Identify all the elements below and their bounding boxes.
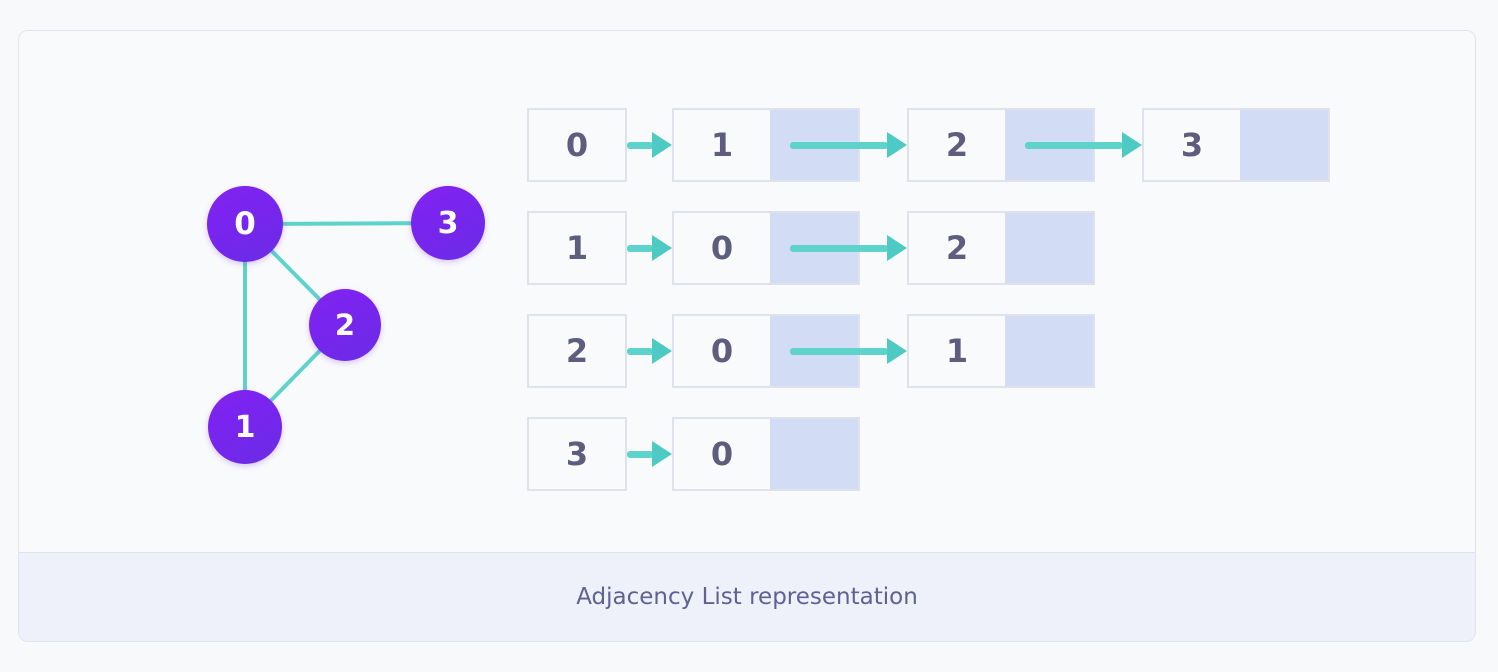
- arrow-head-icon: [652, 441, 672, 467]
- arrow-node-2-0-to-2-1: [790, 314, 907, 388]
- figure-body: 0 3 2 1 0: [19, 31, 1475, 552]
- arrow-head-icon: [887, 338, 907, 364]
- adjacency-head-label-2: 2: [565, 332, 589, 370]
- adjacency-list-panel: 0 1 2: [19, 31, 1475, 552]
- list-node-value: 1: [674, 110, 770, 180]
- adjacency-head-cell-3: 3: [527, 417, 627, 491]
- list-node-value: 2: [909, 213, 1005, 283]
- figure-caption: Adjacency List representation: [19, 552, 1475, 641]
- adjacency-head-cell-2: 2: [527, 314, 627, 388]
- adjacency-row-3: 3 0: [527, 416, 860, 492]
- list-node-value: 3: [1144, 110, 1240, 180]
- arrow-shaft: [627, 141, 653, 149]
- graph-panel: 0 3 2 1: [19, 31, 499, 552]
- figure-caption-text: Adjacency List representation: [576, 584, 918, 610]
- arrow-shaft: [790, 141, 888, 149]
- adjacency-head-label-0: 0: [565, 126, 589, 164]
- arrow-head-to-node-0-0: [627, 108, 672, 182]
- list-node-1-1: 2: [907, 211, 1095, 285]
- graph-node-1-label: 1: [234, 409, 256, 445]
- arrow-shaft: [627, 347, 653, 355]
- adjacency-head-cell-0: 0: [527, 108, 627, 182]
- arrow-head-icon: [652, 338, 672, 364]
- list-node-pointer-cell: [1005, 316, 1093, 386]
- arrow-shaft: [790, 347, 888, 355]
- arrow-node-0-1-to-0-2: [1025, 108, 1142, 182]
- arrow-head-icon: [1122, 132, 1142, 158]
- graph-node-3[interactable]: 3: [411, 186, 485, 260]
- list-node-value: 0: [674, 213, 770, 283]
- arrow-head-to-node-1-0: [627, 211, 672, 285]
- arrow-head-icon: [887, 235, 907, 261]
- list-node-pointer-cell: [1005, 213, 1093, 283]
- arrow-head-to-node-3-0: [627, 417, 672, 491]
- list-node-value: 2: [909, 110, 1005, 180]
- list-node-value: 0: [674, 419, 770, 489]
- arrow-node-1-0-to-1-1: [790, 211, 907, 285]
- list-node-1-0: 0: [672, 211, 860, 285]
- arrow-shaft: [627, 244, 653, 252]
- adjacency-head-cell-1: 1: [527, 211, 627, 285]
- adjacency-row-2: 2 0 1: [527, 313, 1095, 389]
- list-node-value: 0: [674, 316, 770, 386]
- list-node-3-0: 0: [672, 417, 860, 491]
- adjacency-head-label-1: 1: [565, 229, 589, 267]
- adjacency-head-label-3: 3: [565, 435, 589, 473]
- graph-node-1[interactable]: 1: [208, 390, 282, 464]
- figure-card: 0 3 2 1 0: [18, 30, 1476, 642]
- list-node-0-2: 3: [1142, 108, 1330, 182]
- arrow-head-icon: [887, 132, 907, 158]
- graph-node-2-label: 2: [334, 308, 356, 342]
- adjacency-row-0: 0 1 2: [527, 107, 1330, 183]
- graph-node-2[interactable]: 2: [309, 289, 381, 361]
- list-node-pointer-cell: [1240, 110, 1328, 180]
- list-node-pointer-cell: [770, 419, 858, 489]
- graph-node-0-label: 0: [234, 206, 256, 242]
- graph-node-3-label: 3: [437, 205, 459, 241]
- arrow-head-icon: [652, 235, 672, 261]
- list-node-value: 1: [909, 316, 1005, 386]
- arrow-node-0-0-to-0-1: [790, 108, 907, 182]
- arrow-shaft: [790, 244, 888, 252]
- arrow-head-icon: [652, 132, 672, 158]
- list-node-2-1: 1: [907, 314, 1095, 388]
- arrow-shaft: [627, 450, 653, 458]
- arrow-shaft: [1025, 141, 1123, 149]
- adjacency-row-1: 1 0 2: [527, 210, 1095, 286]
- arrow-head-to-node-2-0: [627, 314, 672, 388]
- graph-node-0[interactable]: 0: [207, 186, 283, 262]
